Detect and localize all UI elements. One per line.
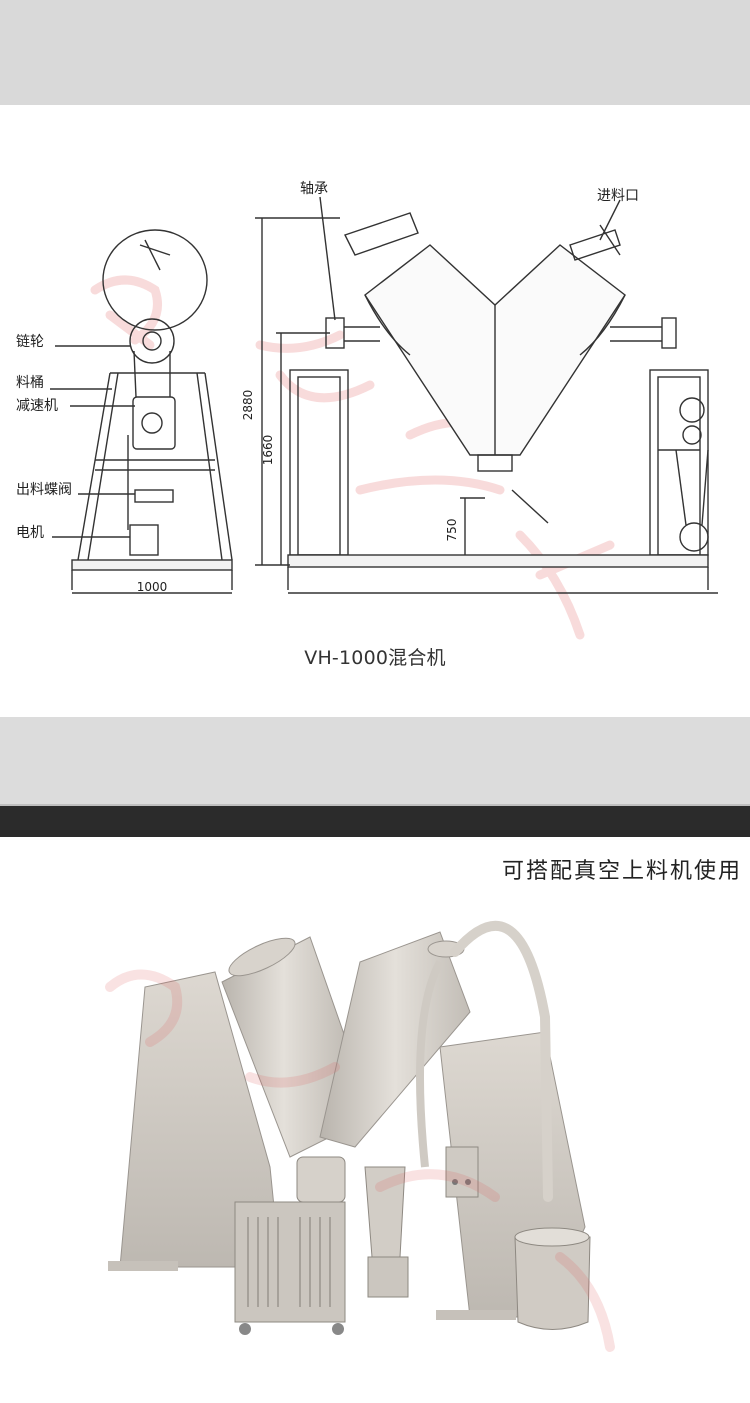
photo-title: 可搭配真空上料机使用 xyxy=(501,859,742,884)
technical-drawing: 链轮 料桶 减速机 出料蝶阀 电机 1000 xyxy=(16,181,718,640)
vacuum-hose xyxy=(450,920,553,1202)
label-bearing: 轴承 xyxy=(300,181,328,197)
label-hopper: 料桶 xyxy=(16,375,44,391)
side-view xyxy=(50,229,233,594)
label-motor: 电机 xyxy=(16,525,44,541)
drive-motor xyxy=(679,522,709,552)
label-feed-port: 进料口 xyxy=(597,188,639,204)
dark-divider-band xyxy=(0,804,750,837)
side-sprocket xyxy=(129,318,175,364)
side-motor xyxy=(129,524,159,556)
side-valve xyxy=(134,489,174,503)
front-view xyxy=(255,196,718,594)
middle-gray-band xyxy=(0,717,750,804)
drawing-caption: VH-1000混合机 xyxy=(304,647,446,669)
dimension-total-height: 2880 xyxy=(241,390,255,421)
material-barrel xyxy=(514,1236,591,1330)
dimension-outlet-height: 750 xyxy=(445,519,459,542)
vacuum-loader-cabinet xyxy=(234,1201,346,1323)
label-reducer: 减速机 xyxy=(16,398,58,414)
side-drum xyxy=(102,229,208,331)
technical-drawing-section: 链轮 料桶 减速机 出料蝶阀 电机 1000 xyxy=(0,105,750,717)
right-foot xyxy=(436,1310,516,1320)
filter-tank xyxy=(296,1156,346,1203)
label-discharge-valve: 出料蝶阀 xyxy=(16,482,72,498)
label-sprocket: 链轮 xyxy=(16,334,44,350)
side-reducer xyxy=(132,396,176,450)
vessel-outlet xyxy=(477,454,513,472)
left-foot xyxy=(108,1261,178,1271)
photo-watermark xyxy=(105,969,615,1352)
dimension-width: 1000 xyxy=(137,580,168,594)
product-render-section: 可搭配真空上料机使用 xyxy=(0,837,750,1403)
right-frame xyxy=(649,369,709,556)
dimension-axis-height: 1660 xyxy=(261,435,275,466)
suction-pipe xyxy=(416,960,444,1168)
control-panel xyxy=(445,1146,479,1198)
vessel-left-port xyxy=(228,937,296,977)
right-bearing xyxy=(661,317,677,349)
product-render xyxy=(105,920,615,1352)
top-gray-band xyxy=(0,0,750,105)
